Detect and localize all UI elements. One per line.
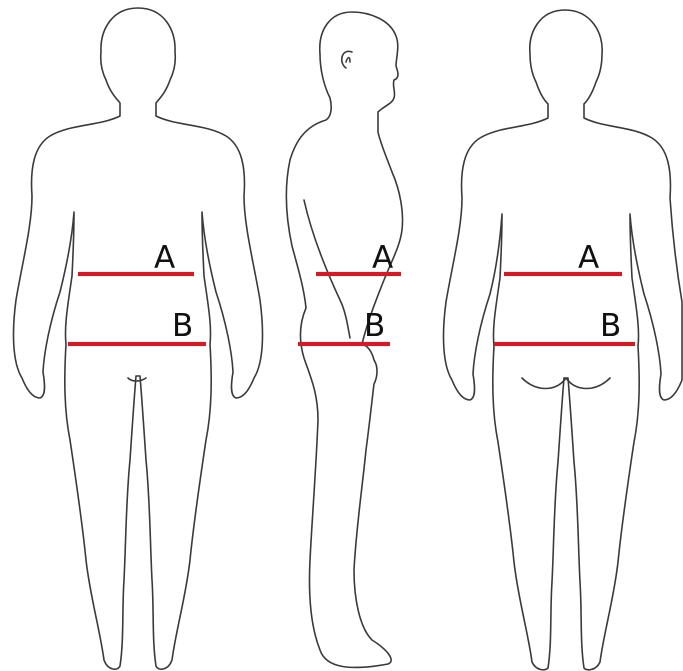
- measure-lines: [68, 274, 635, 344]
- measure-labels: A B A B A B: [154, 240, 621, 344]
- back-label-b: B: [600, 308, 621, 344]
- back-label-a: A: [578, 240, 599, 276]
- side-label-b: B: [364, 308, 385, 344]
- front-label-b: B: [172, 308, 193, 344]
- body-back-outline-icon: [444, 10, 682, 670]
- front-label-a: A: [154, 240, 175, 276]
- body-front-outline-icon: [14, 8, 263, 669]
- side-label-a: A: [372, 240, 393, 276]
